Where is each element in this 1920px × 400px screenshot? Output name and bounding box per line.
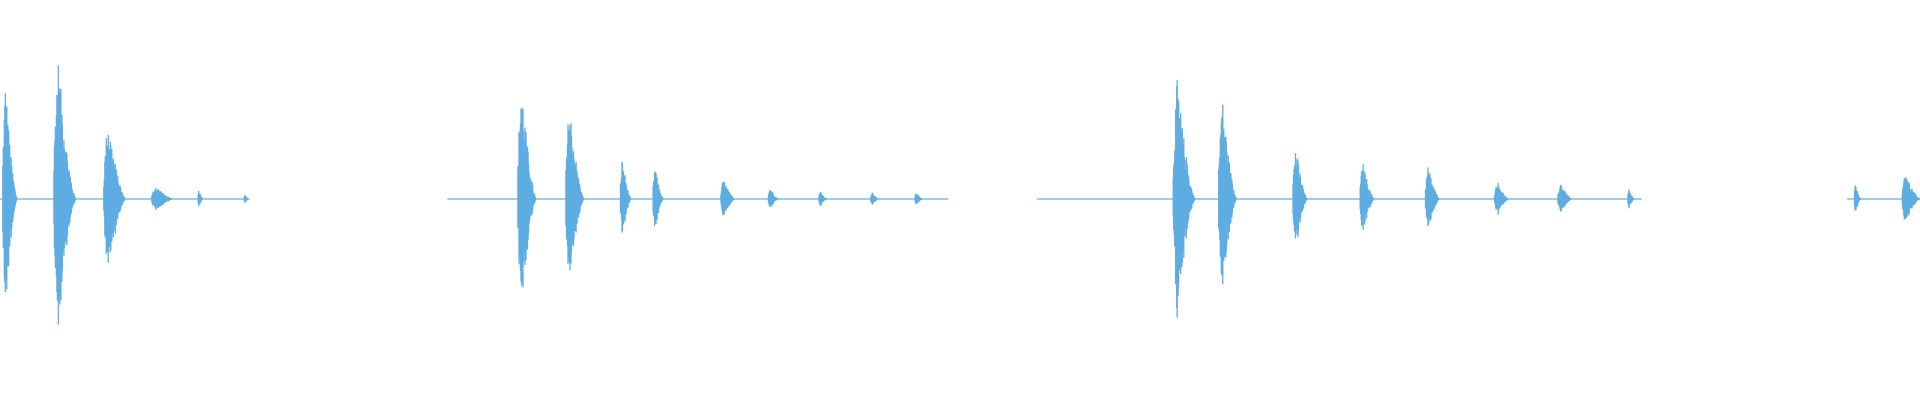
waveform-burst xyxy=(720,181,736,216)
waveform-burst xyxy=(517,107,537,288)
waveform-segment-2 xyxy=(447,107,949,288)
waveform-burst xyxy=(565,123,585,271)
waveform-segment-3 xyxy=(1036,79,1642,318)
waveform-segments xyxy=(0,65,1920,325)
waveform-baseline xyxy=(447,198,949,200)
waveform-burst xyxy=(1901,177,1920,220)
waveform-burst xyxy=(818,191,829,206)
waveform-burst xyxy=(197,191,204,206)
waveform-burst xyxy=(1424,167,1441,226)
waveform-burst xyxy=(1292,153,1309,239)
waveform-segment-4 xyxy=(1847,177,1920,220)
waveform-burst xyxy=(1172,79,1196,318)
waveform-burst xyxy=(619,161,632,233)
waveform-burst xyxy=(914,193,925,205)
waveform-baseline xyxy=(1036,198,1642,200)
waveform-burst xyxy=(1493,182,1510,215)
waveform-burst xyxy=(243,195,250,203)
waveform-burst xyxy=(1627,189,1636,209)
waveform-burst xyxy=(151,187,174,210)
waveform-burst xyxy=(652,171,665,226)
waveform-burst xyxy=(1853,185,1862,211)
waveform-burst xyxy=(53,65,77,325)
waveform-burst xyxy=(767,190,780,207)
waveform-burst xyxy=(1359,164,1376,230)
waveform-burst xyxy=(103,135,127,263)
waveform-burst xyxy=(870,192,880,205)
waveform-burst xyxy=(1218,104,1238,285)
waveform-segment-1 xyxy=(0,65,250,325)
waveform-burst xyxy=(1557,184,1574,212)
waveform-baseline xyxy=(1847,198,1920,200)
waveform-burst xyxy=(2,93,18,292)
